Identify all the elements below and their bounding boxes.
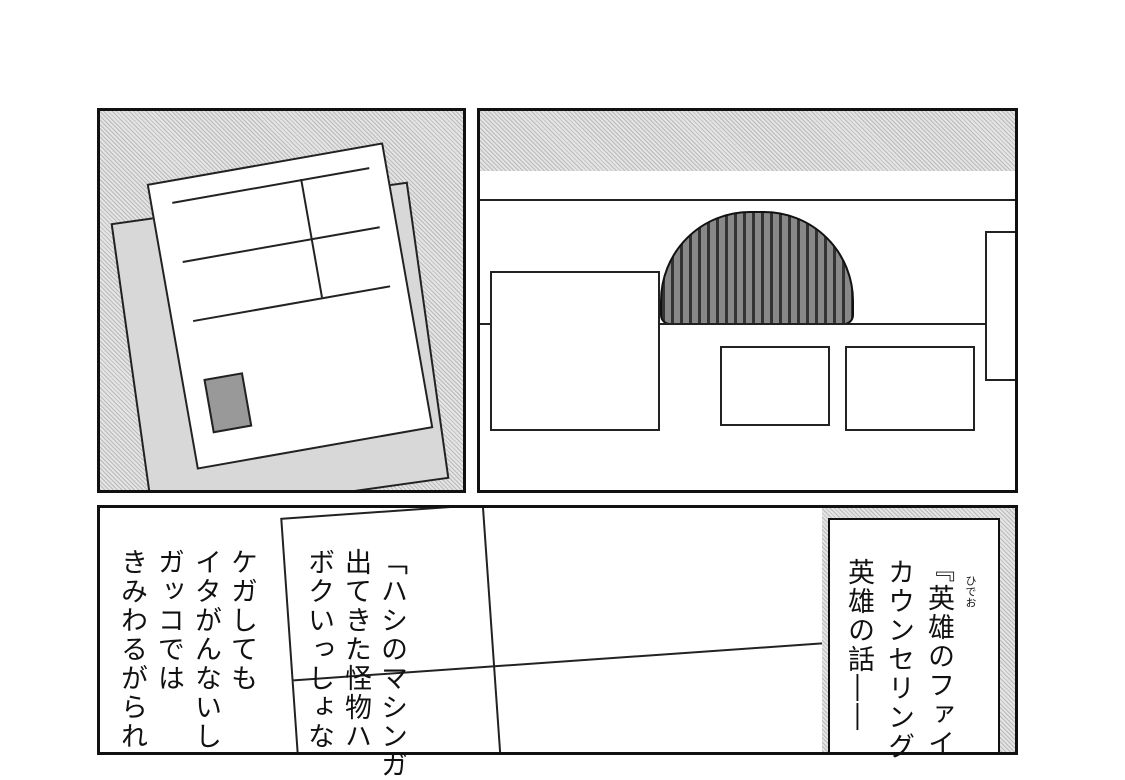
photo (203, 372, 253, 434)
speech-middle-line-1: 「ハシのマシンガ (376, 548, 407, 780)
cardboard-box (490, 271, 660, 431)
speech-left-line-4: きみわるがられ (116, 548, 147, 751)
speech-middle-line-3: ボクいっしょな (303, 548, 334, 751)
speech-left-line-1: ケガしても (226, 548, 257, 693)
caption-line-3: 英雄の話―― (843, 558, 874, 732)
chair (660, 211, 854, 325)
panel-file-closeup (97, 505, 1018, 755)
caption-ruby: ひでお (964, 575, 977, 608)
speech-middle-line-2: 出てきた怪物ハ (340, 548, 371, 751)
shelf (985, 231, 1015, 381)
window (480, 111, 1015, 171)
panel-documents-closeup (97, 108, 466, 493)
document-sheet (146, 142, 434, 470)
panel-desk-scene (477, 108, 1018, 493)
speech-left-line-3: ガッコでは (153, 548, 184, 693)
caption-box (828, 518, 1000, 752)
caption-line-1: 『英雄のファイ (923, 555, 954, 758)
folder-on-desk (845, 346, 975, 431)
speech-left-line-2: イタがんないし (190, 548, 221, 751)
caption-line-2: カウンセリング (883, 558, 914, 761)
document-on-desk (720, 346, 830, 426)
